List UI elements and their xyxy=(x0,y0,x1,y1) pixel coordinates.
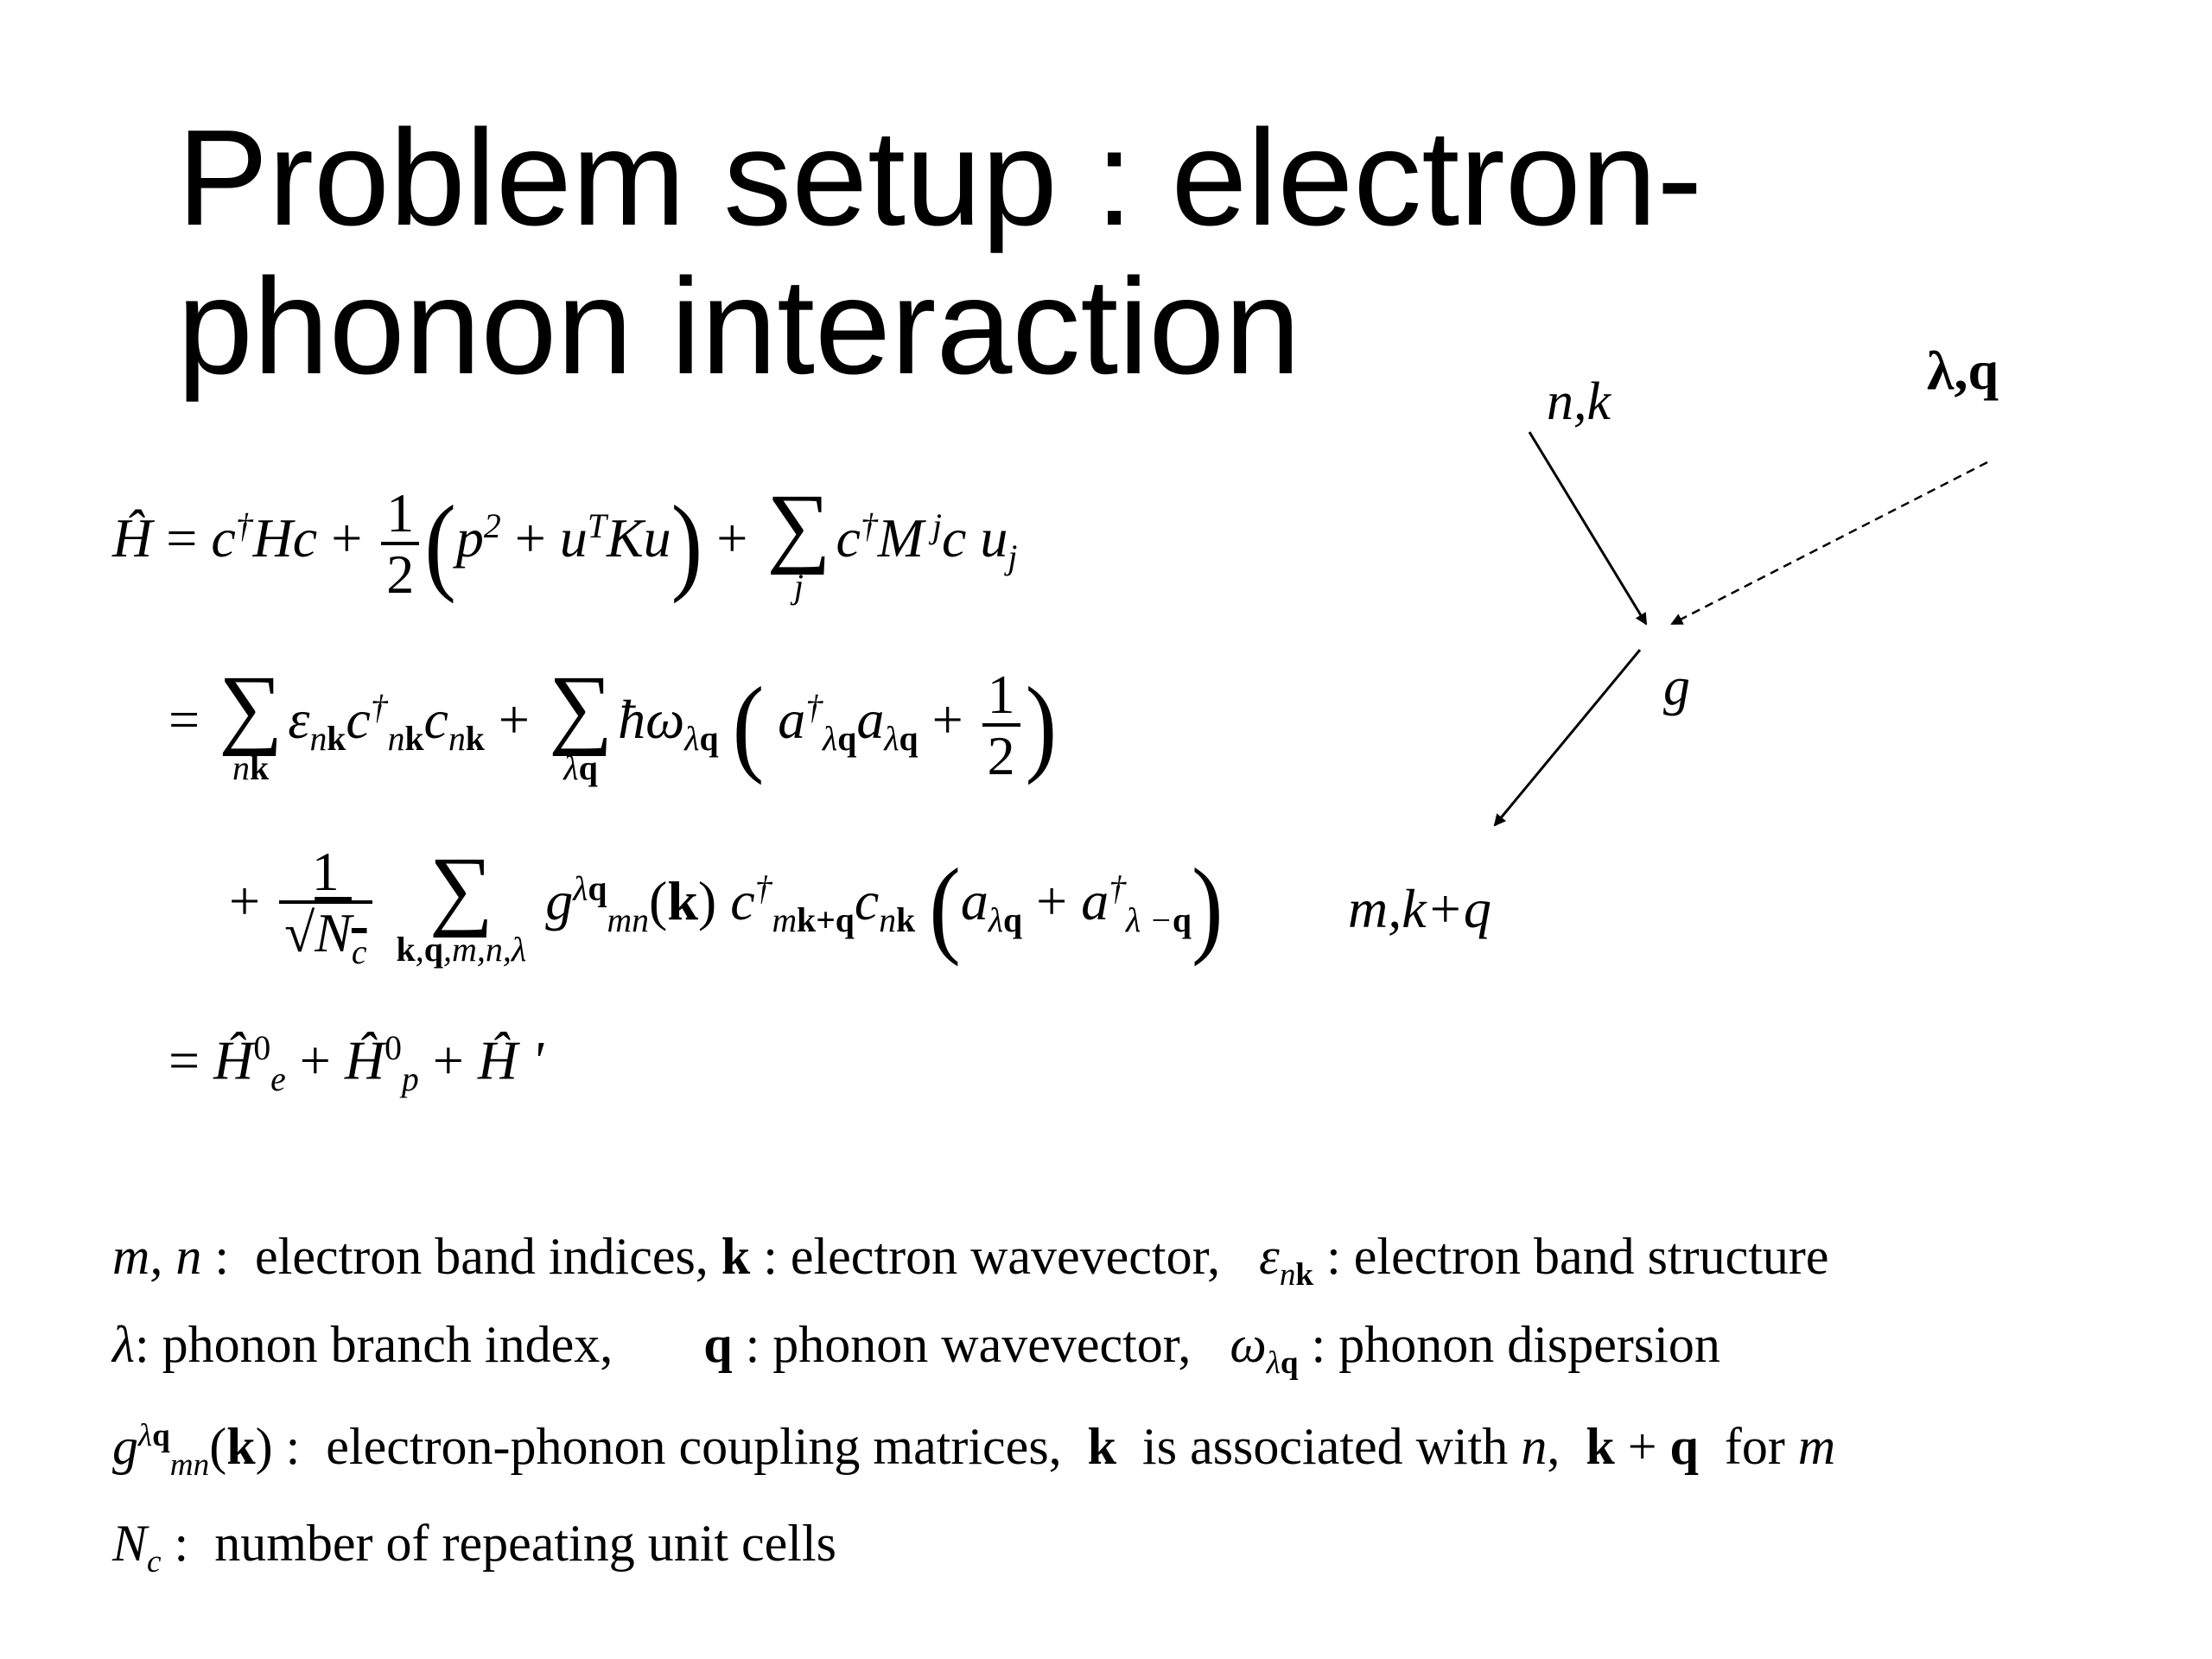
label-incoming-electron: n,k xyxy=(1547,372,1611,431)
title-line-2: phonon interaction xyxy=(177,251,1301,403)
label-vertex: g xyxy=(1663,658,1690,716)
outgoing-electron-arrow xyxy=(1493,649,1642,827)
legend-line-2: λ: phonon branch index, q : phonon wavev… xyxy=(112,1316,1720,1381)
label-incoming-phonon: λ,q xyxy=(1927,340,1999,401)
incoming-phonon-arrow xyxy=(1670,461,1988,626)
title-line-1: Problem setup : electron- xyxy=(177,102,1703,254)
legend-line-1: m, n : electron band indices, k : electr… xyxy=(112,1228,1829,1293)
hamiltonian-line-4: = Ĥ0e + Ĥ0p + Ĥ ' xyxy=(168,1029,543,1099)
legend-line-4: Nc : number of repeating unit cells xyxy=(112,1515,836,1580)
label-outgoing-electron: m,k+q xyxy=(1348,878,1491,939)
legend-line-3: gλqmn(k) : electron-phonon coupling matr… xyxy=(112,1418,1836,1483)
incoming-electron-arrow xyxy=(1528,431,1648,626)
slide-title: Problem setup : electron- phonon interac… xyxy=(177,104,1702,401)
hamiltonian-line-3: + 1√Nc ∑k,q,m,n,λ gλqmn(k) c†mk+qcnk (aλ… xyxy=(229,838,1224,971)
